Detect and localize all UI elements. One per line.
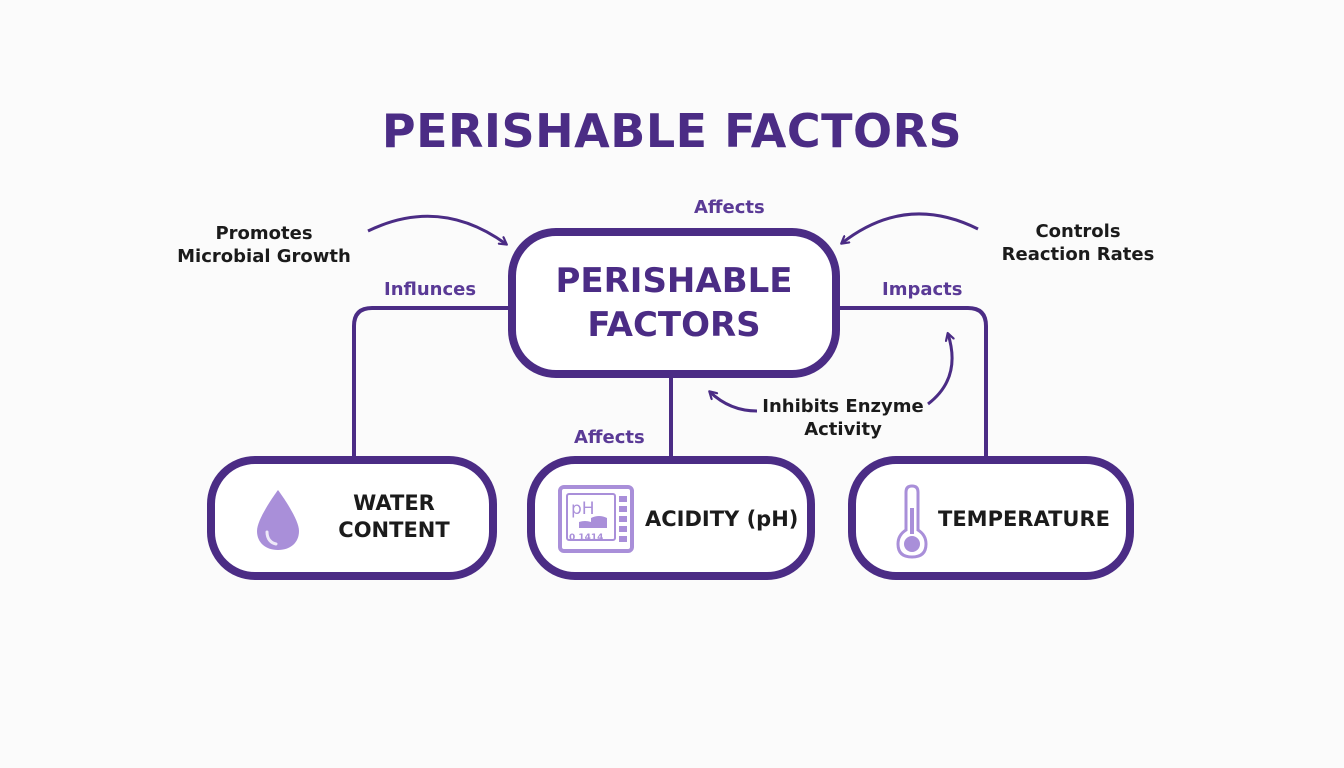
arrow-inhibits-right: [927, 334, 952, 406]
connector-impacts: [840, 306, 988, 456]
node-water-label: WATER CONTENT: [329, 490, 459, 545]
label-inhibits-line1: Inhibits Enzyme: [762, 396, 924, 417]
arrow-inhibits-left: [710, 392, 758, 413]
ph-meter-label: pH: [571, 499, 595, 519]
center-node-label: PERISHABLE FACTORS: [534, 259, 814, 347]
arrow-controls: [842, 212, 979, 243]
thermometer-icon: [896, 484, 928, 559]
arrow-promotes: [367, 214, 506, 244]
center-node-line1: PERISHABLE: [555, 260, 793, 301]
center-node-line2: FACTORS: [587, 305, 761, 345]
ph-meter-icon: pH 0 1414: [558, 485, 634, 553]
ph-meter-reading: 0 1414: [569, 533, 603, 543]
label-promotes: Promotes Microbial Growth: [172, 222, 356, 269]
center-node: PERISHABLE FACTORS: [508, 228, 840, 378]
node-acidity: pH 0 1414 ACIDITY (pH): [527, 456, 815, 580]
connector-influnces: [352, 306, 508, 456]
label-influnces: Influnces: [384, 279, 477, 300]
node-water-line2: CONTENT: [338, 518, 450, 543]
label-controls-line2: Reaction Rates: [1001, 244, 1155, 266]
label-inhibits: Inhibits Enzyme Activity: [760, 395, 926, 442]
label-affects-mid: Affects: [574, 427, 645, 448]
node-temperature: TEMPERATURE: [848, 456, 1134, 580]
node-temperature-label: TEMPERATURE: [938, 507, 1110, 531]
label-promotes-line1: Promotes: [215, 223, 313, 244]
label-controls-line1: Controls: [1035, 221, 1121, 242]
label-inhibits-line2: Activity: [804, 419, 882, 441]
water-drop-icon: [257, 490, 299, 550]
label-controls: Controls Reaction Rates: [998, 220, 1158, 267]
diagram-title: PERISHABLE FACTORS: [381, 104, 963, 158]
node-water-line1: WATER: [353, 491, 435, 515]
label-promotes-line2: Microbial Growth: [177, 246, 351, 268]
node-acidity-label: ACIDITY (pH): [645, 507, 799, 531]
node-water-content: WATER CONTENT: [207, 456, 497, 580]
label-affects-top: Affects: [694, 197, 765, 218]
label-impacts: Impacts: [882, 279, 963, 300]
